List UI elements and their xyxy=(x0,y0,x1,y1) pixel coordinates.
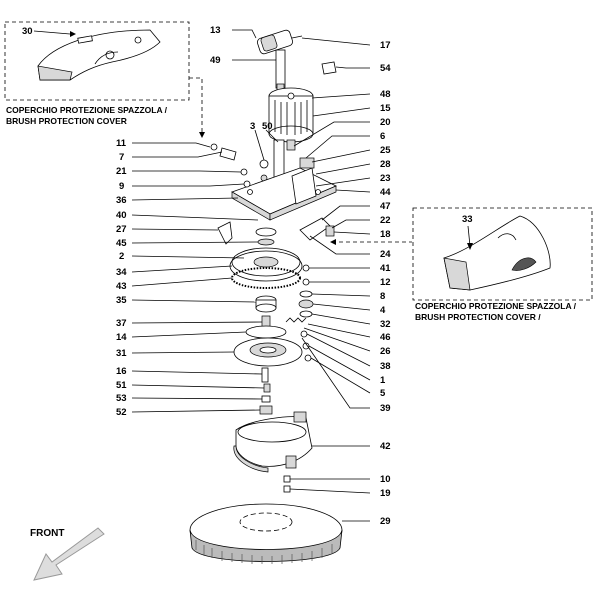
part-label-36: 36 xyxy=(116,195,127,206)
part-label-40: 40 xyxy=(116,210,127,221)
part-label-2: 2 xyxy=(119,251,124,262)
part-label-51: 51 xyxy=(116,380,127,391)
part-label-18: 18 xyxy=(380,229,391,240)
part-label-35: 35 xyxy=(116,295,127,306)
part-label-37: 37 xyxy=(116,318,127,329)
brush-flange-drawing xyxy=(229,247,303,289)
front-arrow: FRONT xyxy=(30,527,105,581)
part-label-32: 32 xyxy=(380,319,391,330)
brush-29-drawing xyxy=(189,503,343,564)
part-label-49: 49 xyxy=(210,55,221,66)
front-label: FRONT xyxy=(30,528,64,539)
part-label-34: 34 xyxy=(116,267,127,278)
right-inset-box: 33 COPERCHIO PROTEZIONE SPAZZOLA / BRUSH… xyxy=(412,207,593,322)
central-assembly xyxy=(189,29,343,564)
part-label-5: 5 xyxy=(380,388,386,399)
part-label-8: 8 xyxy=(380,291,385,302)
part-label-53: 53 xyxy=(116,393,127,404)
part-label-21: 21 xyxy=(116,166,127,177)
part-label-24: 24 xyxy=(380,249,391,260)
part-label-33: 33 xyxy=(462,214,473,225)
left-inset-caption-line2: BRUSH PROTECTION COVER xyxy=(6,116,127,126)
part-label-17: 17 xyxy=(380,40,391,51)
part-label-4: 4 xyxy=(380,305,386,316)
part-label-41: 41 xyxy=(380,263,391,274)
part-label-14: 14 xyxy=(116,332,127,343)
part-label-44: 44 xyxy=(380,187,391,198)
part-label-27: 27 xyxy=(116,224,127,235)
right-inset-caption-line1: COPERCHIO PROTEZIONE SPAZZOLA / xyxy=(415,301,577,311)
left-inset-box: 30 COPERCHIO PROTEZIONE SPAZZOLA / BRUSH… xyxy=(4,21,190,126)
leader-lines xyxy=(131,29,371,522)
part-label-26: 26 xyxy=(380,346,391,357)
part-label-43: 43 xyxy=(116,281,127,292)
right-inset-caption-line2: BRUSH PROTECTION COVER / xyxy=(415,312,541,322)
part-label-22: 22 xyxy=(380,215,391,226)
brush-protection-cover-33-drawing xyxy=(443,215,551,291)
part-label-3: 3 xyxy=(250,121,255,132)
part-label-25: 25 xyxy=(380,145,391,156)
part-label-19: 19 xyxy=(380,488,391,499)
part-label-16: 16 xyxy=(116,366,127,377)
part-label-30: 30 xyxy=(22,26,33,37)
part-label-10: 10 xyxy=(380,474,391,485)
top-plate-drawing xyxy=(231,167,337,221)
brush-plate-31-drawing xyxy=(233,337,303,367)
part-label-29: 29 xyxy=(380,516,391,527)
part-label-52: 52 xyxy=(116,407,127,418)
part-label-38: 38 xyxy=(380,361,391,372)
small-fasteners-drawing xyxy=(210,143,251,188)
part-label-6: 6 xyxy=(380,131,385,142)
part-label-7: 7 xyxy=(119,152,124,163)
part-label-15: 15 xyxy=(380,103,391,114)
part-label-28: 28 xyxy=(380,159,391,170)
part-label-12: 12 xyxy=(380,277,391,288)
part-label-45: 45 xyxy=(116,238,127,249)
part-label-47: 47 xyxy=(380,201,391,212)
motor-drawing xyxy=(268,87,314,151)
part-label-9: 9 xyxy=(119,181,124,192)
part-label-20: 20 xyxy=(380,117,391,128)
part-label-54: 54 xyxy=(380,63,391,74)
left-labels: 13 49 11 7 21 9 36 40 27 45 2 34 43 35 3… xyxy=(116,25,221,418)
part-label-48: 48 xyxy=(380,89,391,100)
part-label-39: 39 xyxy=(380,403,391,414)
part-label-46: 46 xyxy=(380,332,391,343)
left-inset-caption-line1: COPERCHIO PROTEZIONE SPAZZOLA / xyxy=(6,105,168,115)
part-label-11: 11 xyxy=(116,138,127,149)
part-label-13: 13 xyxy=(210,25,221,36)
right-labels: 17 54 48 15 20 6 25 28 23 44 47 22 18 24… xyxy=(380,40,391,527)
part-label-23: 23 xyxy=(380,173,391,184)
top-labels: 3 50 xyxy=(250,121,273,132)
part-label-1: 1 xyxy=(380,375,386,386)
brush-housing-42-drawing xyxy=(233,411,313,473)
part-label-42: 42 xyxy=(380,441,391,452)
actuator-drawing xyxy=(257,29,303,91)
brush-protection-cover-30-drawing xyxy=(37,29,161,81)
part-label-31: 31 xyxy=(116,348,127,359)
part-label-50: 50 xyxy=(262,121,273,132)
